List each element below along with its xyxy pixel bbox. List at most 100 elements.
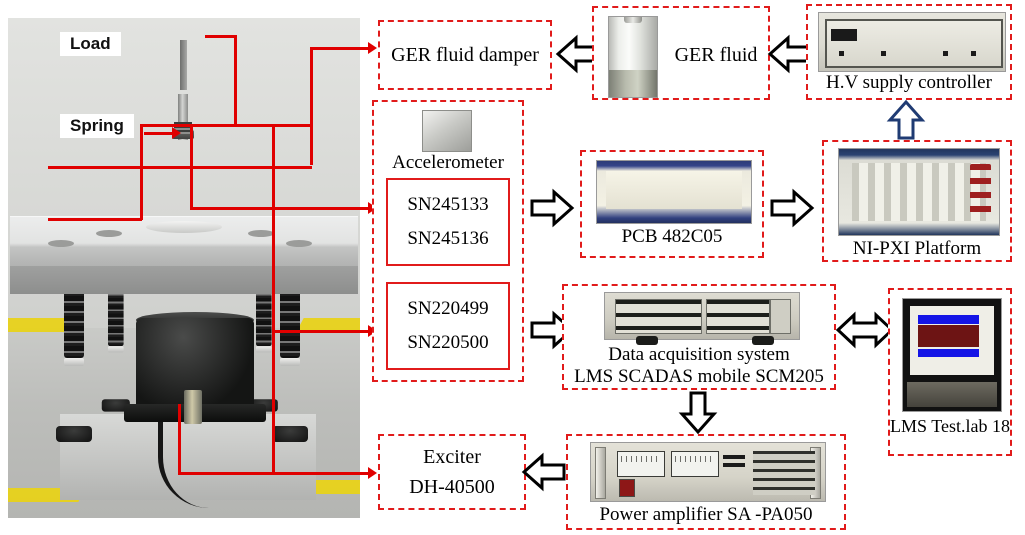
wire-exciter-riser (178, 404, 181, 474)
load-mass (164, 40, 204, 90)
block-pcb[interactable]: PCB 482C05 (580, 150, 764, 258)
arrow-daq-to-lms-testlab (835, 310, 895, 350)
damper-base-flange (146, 221, 222, 233)
hv-knob (945, 27, 960, 42)
amp-indicator-row (723, 455, 745, 459)
block-accelerometer-label: Accelerometer (392, 152, 504, 173)
table-stud (292, 206, 306, 240)
sensor-group-1[interactable]: SN245133 SN245136 (386, 178, 510, 266)
table-stud-base (96, 230, 122, 237)
test-rig-photograph: Load Spring (8, 18, 360, 518)
damper-nut (172, 130, 194, 139)
wire-damper-arrowhead (368, 42, 377, 54)
wire-cyl-bottom (48, 218, 142, 221)
hv-indicator (971, 51, 976, 56)
block-hv-supply-controller[interactable]: H.V supply controller (806, 4, 1012, 100)
ger-fluid-damper-cylinder (156, 138, 212, 224)
spring-pointer-arrowhead (172, 127, 181, 139)
hv-supply-controller-image (818, 12, 1006, 72)
block-ni-pxi[interactable]: NI-PXI Platform (822, 140, 1012, 262)
wire-right-drop (190, 124, 193, 210)
exciter-connector (184, 390, 202, 424)
table-stud-base (248, 230, 274, 237)
power-amplifier-image (590, 442, 826, 502)
vibration-isolator-leg (101, 290, 130, 412)
sensor-sn245136: SN245136 (407, 228, 489, 249)
block-ger-fluid-label: GER fluid (674, 44, 758, 66)
wire-to-exciter (178, 472, 372, 475)
amp-knob (701, 479, 715, 493)
ger-fluid-bottle-image (608, 16, 658, 98)
sensor-group-2[interactable]: SN220499 SN220500 (386, 282, 510, 370)
spring-pointer-line (144, 132, 176, 135)
block-data-acquisition-system[interactable]: Data acquisition system LMS SCADAS mobil… (562, 284, 836, 390)
hv-display (831, 29, 857, 41)
amp-knob (675, 479, 689, 493)
block-daq-label-line1: Data acquisition system (608, 344, 790, 365)
photo-label-load: Load (60, 32, 121, 56)
table-stud (102, 196, 116, 230)
damper-rod (178, 94, 188, 140)
table-stud (54, 206, 68, 240)
vibration-isolator-leg (56, 286, 92, 442)
block-exciter-label-line1: Exciter (423, 446, 481, 468)
amp-vent-grille (753, 451, 815, 495)
block-power-amplifier-label: Power amplifier SA -PA050 (599, 504, 813, 525)
vibration-isolator-leg (272, 286, 308, 442)
hv-knob (905, 23, 927, 45)
exciter-cable (158, 422, 209, 508)
table-stud-base (48, 240, 74, 247)
sensor-sn220499: SN220499 (407, 298, 489, 319)
wire-bus-mid (48, 166, 312, 169)
wire-damper-riser (310, 47, 313, 165)
amp-knob (727, 479, 741, 493)
amp-indicator-row (723, 463, 745, 467)
sensor-sn220500: SN220500 (407, 332, 489, 353)
amp-rack-handle (595, 447, 606, 499)
amp-meter (617, 451, 665, 477)
wire-load-top (205, 35, 237, 38)
block-exciter-labels: Exciter DH-40500 (380, 442, 524, 502)
lms-testlab-laptop-image (902, 298, 1002, 412)
block-accelerometer-group[interactable]: Accelerometer SN245133 SN245136 SN220499… (372, 100, 524, 382)
block-pcb-label: PCB 482C05 (621, 226, 723, 247)
wire-damper-to-box (310, 47, 372, 50)
block-ger-fluid[interactable]: GER fluid (592, 6, 770, 100)
amp-knob (649, 479, 663, 493)
photo-label-spring: Spring (60, 114, 134, 138)
block-ger-fluid-damper-label: GER fluid damper (391, 44, 539, 66)
hv-indicator (881, 51, 886, 56)
block-ger-fluid-damper[interactable]: GER fluid damper (378, 20, 552, 90)
scadas-foot (636, 336, 658, 345)
arrow-ni-pxi-to-hv-supply (886, 99, 926, 140)
block-exciter[interactable]: Exciter DH-40500 (378, 434, 526, 510)
wire-to-sensor-group-2 (272, 330, 372, 333)
block-daq-label-line2: LMS SCADAS mobile SCM205 (574, 366, 824, 387)
hv-indicator (839, 51, 844, 56)
block-exciter-label-line2: DH-40500 (409, 476, 495, 498)
block-power-amplifier[interactable]: Power amplifier SA -PA050 (566, 434, 846, 530)
wire-center-drop (272, 124, 275, 474)
arrow-daq-to-power-amplifier (678, 390, 718, 435)
hv-knob (871, 27, 887, 43)
block-lms-testlab-label: LMS Test.lab 18 (890, 416, 1010, 436)
block-hv-supply-controller-label: H.V supply controller (826, 72, 992, 93)
pcb-signal-conditioner-image (596, 160, 752, 224)
arrow-sensors-to-pcb (528, 188, 575, 228)
wire-bus-upper (140, 124, 312, 127)
ni-pxi-chassis-image (838, 148, 1000, 236)
block-lms-testlab[interactable]: LMS Test.lab 18 (888, 288, 1012, 456)
sensor-sn245133: SN245133 (407, 194, 489, 215)
hv-indicator (943, 51, 948, 56)
wire-exciter-arrowhead (368, 467, 377, 479)
amp-power-switch (619, 479, 635, 497)
block-ni-pxi-label: NI-PXI Platform (852, 238, 982, 259)
wire-cyl-tap (140, 124, 143, 220)
amp-meter (671, 451, 719, 477)
wire-load-drop (234, 35, 237, 125)
table-stud-base (286, 240, 312, 247)
table-stud (254, 196, 268, 230)
accelerometer-image (422, 110, 472, 152)
test-table-edge (10, 266, 358, 294)
scadas-foot (752, 336, 774, 345)
